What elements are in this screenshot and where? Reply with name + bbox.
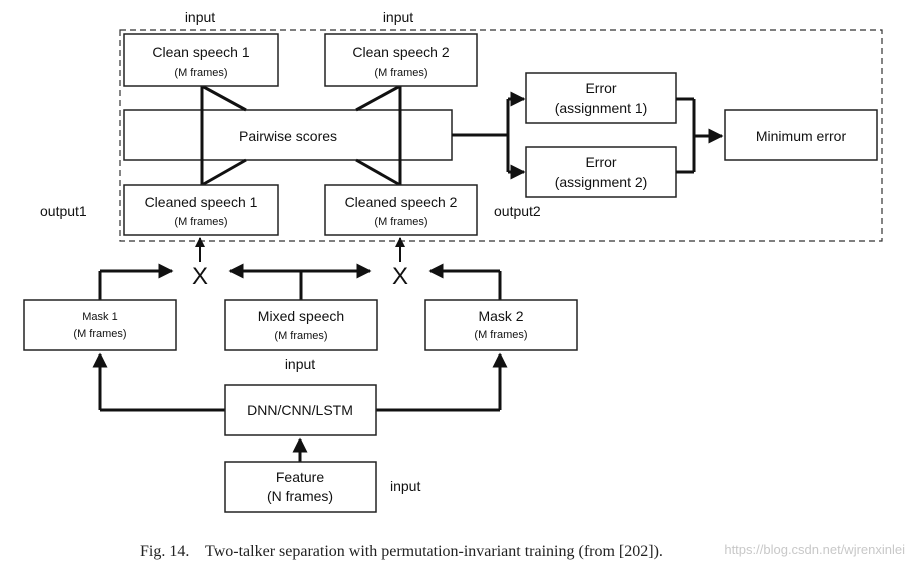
multiply-symbol-left: X (192, 263, 208, 290)
mixed-speech-title: Mixed speech (258, 308, 344, 324)
input-label-top-left: input (185, 9, 215, 25)
cleaned-speech-2-title: Cleaned speech 2 (345, 194, 458, 210)
watermark: https://blog.csdn.net/wjrenxinlei (724, 542, 905, 557)
cleaned-speech-2-frames: (M frames) (374, 216, 427, 228)
dashed-region (119, 29, 883, 242)
mixed-to-multiply-connector (228, 263, 372, 300)
mixed-speech-box (224, 299, 378, 351)
input-label-feature: input (390, 478, 420, 494)
mask-2-title: Mask 2 (478, 308, 523, 324)
error-assignment-1-box (525, 72, 677, 124)
minimum-error-box (724, 109, 878, 161)
error-assignment-2-title: Error (585, 154, 616, 170)
cleaned-speech-1-box (123, 184, 279, 236)
output1-label: output1 (40, 203, 87, 219)
output2-label: output2 (494, 203, 541, 219)
dnn-to-masks-connector (92, 352, 508, 412)
clean-speech-1-box (123, 33, 279, 87)
mask-1-frames: (M frames) (73, 328, 126, 340)
mask-1-title: Mask 1 (82, 311, 117, 323)
input-label-mixed: input (285, 356, 315, 372)
mask-1-box (23, 299, 177, 351)
clean-speech-2-title: Clean speech 2 (352, 44, 450, 60)
funnel-right (355, 84, 402, 187)
clean-speech-2-frames: (M frames) (374, 67, 427, 79)
mask-2-frames: (M frames) (474, 329, 527, 341)
cleaned-speech-1-title: Cleaned speech 1 (145, 194, 258, 210)
figure-caption: Fig. 14. Two-talker separation with perm… (140, 543, 663, 560)
minimum-error-label: Minimum error (756, 128, 847, 144)
error-assignment-1-title: Error (585, 80, 616, 96)
pairwise-scores-label: Pairwise scores (239, 128, 337, 144)
error-assignment-1-sub: (assignment 1) (555, 100, 648, 116)
clean-speech-2-box (324, 33, 478, 87)
pairwise-to-errors-connector (452, 91, 526, 180)
mask2-to-multiply-connector (428, 263, 502, 300)
error-assignment-2-box (525, 146, 677, 198)
mixed-speech-frames: (M frames) (274, 330, 327, 342)
cleaned-speech-1-frames: (M frames) (174, 216, 227, 228)
clean-speech-1-title: Clean speech 1 (152, 44, 250, 60)
mask1-to-multiply-connector (98, 263, 174, 300)
mask-2-box (424, 299, 578, 351)
clean-speech-1-frames: (M frames) (174, 67, 227, 79)
cleaned-speech-2-box (324, 184, 478, 236)
multiply-symbol-right: X (392, 263, 408, 290)
feature-frames: (N frames) (267, 488, 333, 504)
error-assignment-2-sub: (assignment 2) (555, 174, 648, 190)
input-label-top-right: input (383, 9, 413, 25)
dnn-cnn-lstm-box (224, 384, 377, 436)
funnel-left (200, 84, 247, 187)
errors-to-minimum-connector (676, 97, 724, 174)
feature-box (224, 461, 377, 513)
feature-title: Feature (276, 469, 324, 485)
dnn-cnn-lstm-label: DNN/CNN/LSTM (247, 402, 353, 418)
